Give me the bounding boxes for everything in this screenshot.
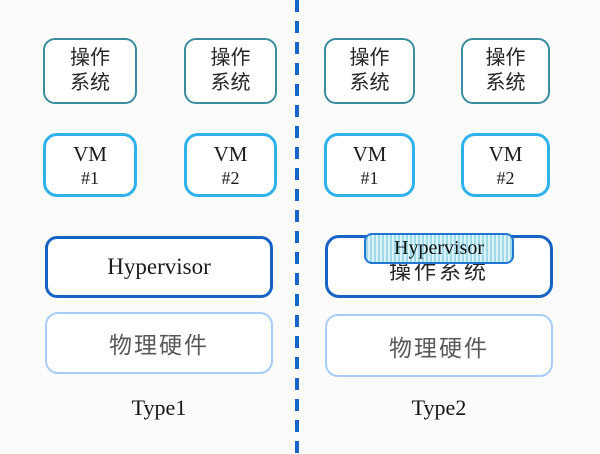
type1-caption: Type1 (131, 395, 187, 420)
guest-os-label: 系统 (485, 72, 526, 94)
vm-label: VM (213, 141, 248, 166)
guest-os-label: 系统 (349, 72, 390, 94)
vm-number-label: #1 (360, 167, 379, 188)
guest-os-box: 操作 系统 (461, 38, 550, 104)
vm-number-label: #2 (496, 167, 515, 188)
guest-os-label: 操作 (70, 47, 110, 69)
guest-os-label: 系统 (70, 72, 110, 94)
guest-os-label: 操作 (485, 47, 526, 69)
vm-box: VM #1 (43, 133, 137, 197)
vm-label: VM (73, 141, 107, 166)
host-os-box: Hypervisor 操作系统 (325, 233, 553, 298)
guest-os-label: 操作 (210, 47, 251, 69)
hardware-label: 物理硬件 (109, 333, 209, 358)
guest-os-box: 操作 系统 (43, 38, 137, 104)
vm-box: VM #1 (324, 133, 415, 197)
vm-number-label: #2 (221, 167, 240, 188)
guest-os-label: 系统 (210, 72, 251, 94)
vm-number-label: #1 (81, 167, 99, 188)
dashed-divider-line (295, 0, 299, 454)
vm-box: VM #2 (461, 133, 550, 197)
hardware-label: 物理硬件 (389, 335, 489, 361)
guest-os-box: 操作 系统 (324, 38, 415, 104)
hypervisor-box: Hypervisor (45, 236, 273, 298)
hardware-box: 物理硬件 (325, 314, 553, 377)
vm-box: VM #2 (184, 133, 277, 197)
hypervisor-label: Hypervisor (107, 254, 211, 279)
vm-label: VM (352, 141, 387, 166)
hypervisor-label: Hypervisor (394, 237, 484, 259)
hardware-box: 物理硬件 (45, 312, 273, 374)
type2-caption: Type2 (411, 395, 467, 420)
vm-label: VM (488, 141, 523, 166)
guest-os-box: 操作 系统 (184, 38, 277, 104)
embedded-hypervisor-box: Hypervisor (364, 233, 514, 264)
guest-os-label: 操作 (349, 47, 390, 69)
